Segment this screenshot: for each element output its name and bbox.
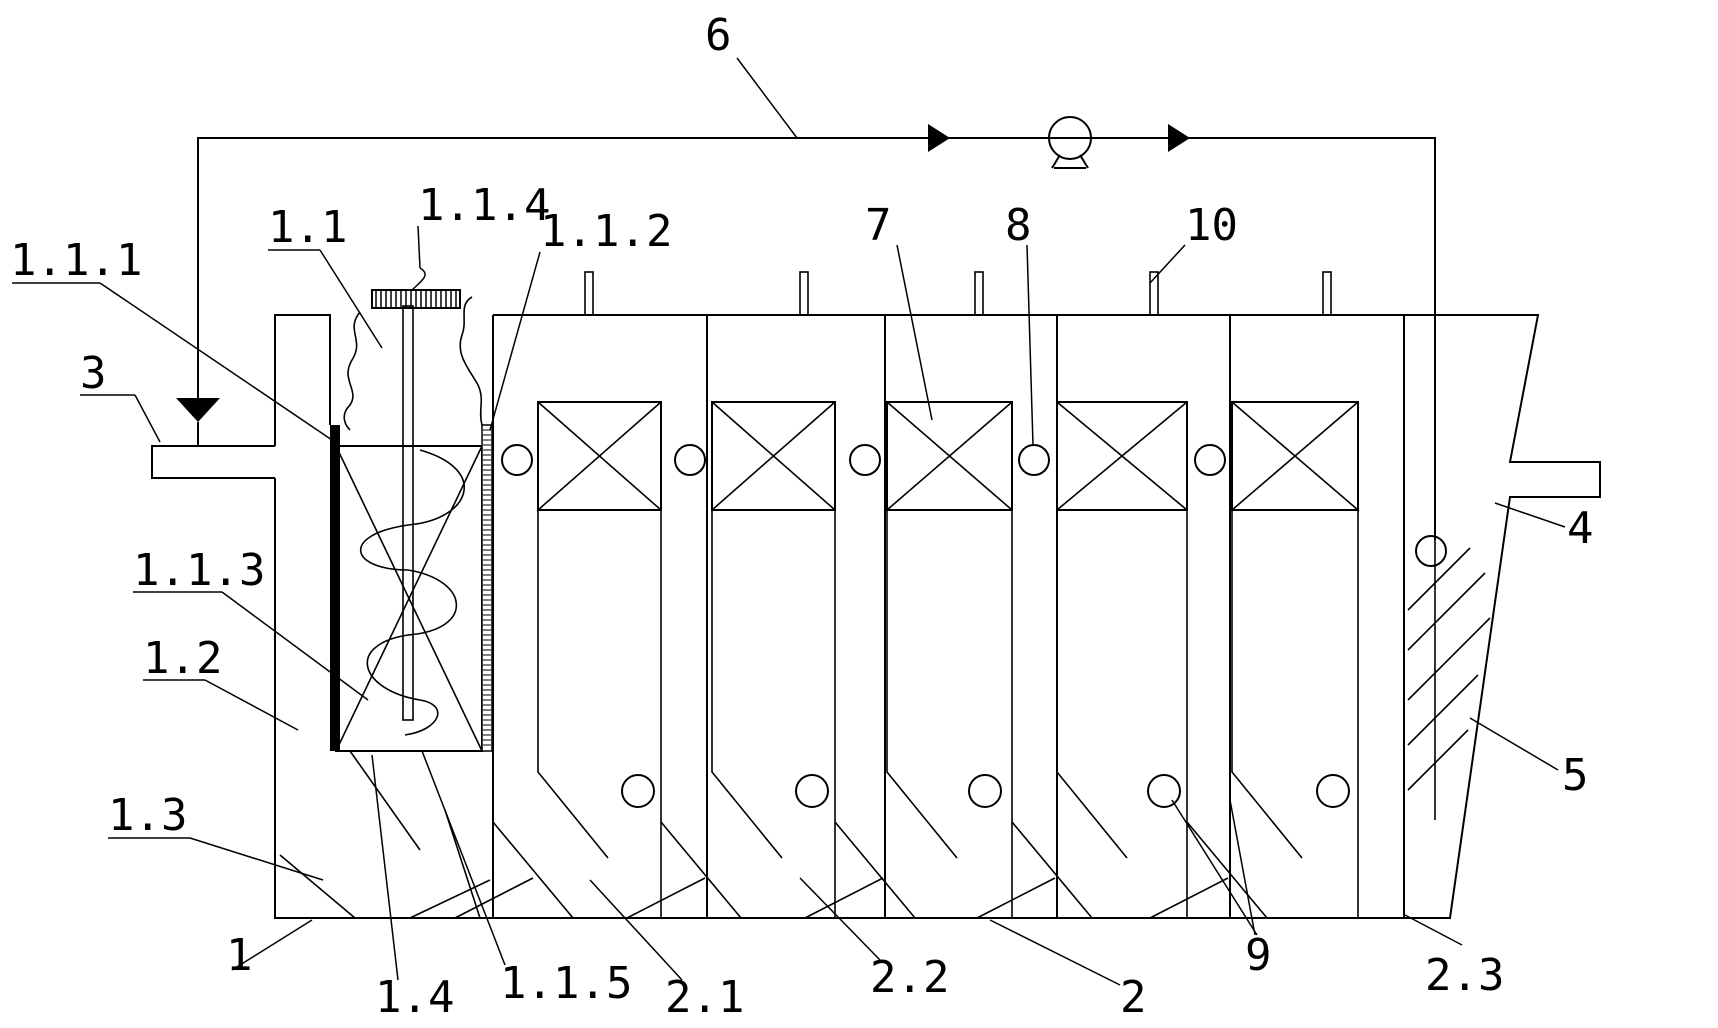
module-cross [711,401,836,511]
hopper-slope [660,821,742,919]
label-5: 5 [1562,750,1589,801]
reactor-tank [493,314,1601,919]
baffle [711,510,783,859]
label-1-1: 1.1 [268,202,347,253]
baffle [537,510,609,859]
hopper-slope [834,821,916,919]
hopper-slope [1186,821,1268,919]
diffuser-icon [621,774,655,808]
filter-box [330,424,493,752]
label-1-4: 1.4 [375,972,454,1023]
baffle [1231,510,1303,859]
settling-packing [1407,535,1491,820]
diffuser-icon [795,774,829,808]
label-1: 1 [226,930,253,981]
hopper-slope [454,877,534,919]
tank1-hopper [279,750,491,919]
aerator-icon [1018,444,1050,476]
hopper-slope [1011,821,1093,919]
label-1-1-4: 1.1.4 [418,180,550,231]
diffuser-icon [1316,774,1350,808]
label-6: 6 [705,10,732,61]
hopper-slope [492,821,574,919]
label-10: 10 [1185,200,1238,251]
label-2-3: 2.3 [1425,950,1504,1001]
label-8: 8 [1005,200,1032,251]
vent-pipe [1149,271,1159,316]
label-9: 9 [1245,930,1272,981]
label-1-1-1: 1.1.1 [10,235,142,286]
inlet-pipe [151,445,275,479]
vent-pipe [584,271,594,316]
hopper-slope [804,877,884,919]
label-1-1-2: 1.1.2 [540,206,672,257]
vent-pipe [974,271,984,316]
vent-pipe [1322,271,1332,316]
vent-pipes [584,271,1332,316]
electrode-plate [330,425,340,751]
compartments [454,315,1359,919]
module-cross [886,401,1013,511]
pump-icon [1048,116,1092,169]
label-7: 7 [865,200,892,251]
leader-lines [12,57,1566,986]
pretreatment-tank [274,314,494,919]
vent-pipe [799,271,809,316]
mesh-plate [481,424,493,752]
hopper-slope [626,877,706,919]
label-1-1-3: 1.1.3 [133,545,265,596]
labels: 1.1.1 1.1 1.1.4 1.1.2 3 1.1.3 1.2 1.3 1 … [10,10,1594,1023]
label-1-2: 1.2 [143,633,222,684]
label-2-1: 2.1 [665,972,744,1023]
label-1-3: 1.3 [108,790,187,841]
label-2-2: 2.2 [870,952,949,1003]
label-2: 2 [1120,972,1147,1023]
diffuser-icon [1147,774,1181,808]
aerator-icon [1194,444,1226,476]
gas-squiggles [343,296,483,431]
baffle [886,510,958,859]
module-cross [1056,401,1188,511]
stirrer [359,289,465,736]
aerator-icon [849,444,881,476]
diffuser-icon [968,774,1002,808]
label-1-1-5: 1.1.5 [500,958,632,1009]
aerator-icon [501,444,533,476]
module-cross [1231,401,1359,511]
aerator-icon [674,444,706,476]
hopper-slope [1149,877,1229,919]
label-3: 3 [80,348,107,399]
module-cross [537,401,662,511]
recirculation-pipe [176,124,1436,540]
label-4: 4 [1567,503,1594,554]
hopper-slope [976,877,1056,919]
baffle [1056,510,1128,859]
